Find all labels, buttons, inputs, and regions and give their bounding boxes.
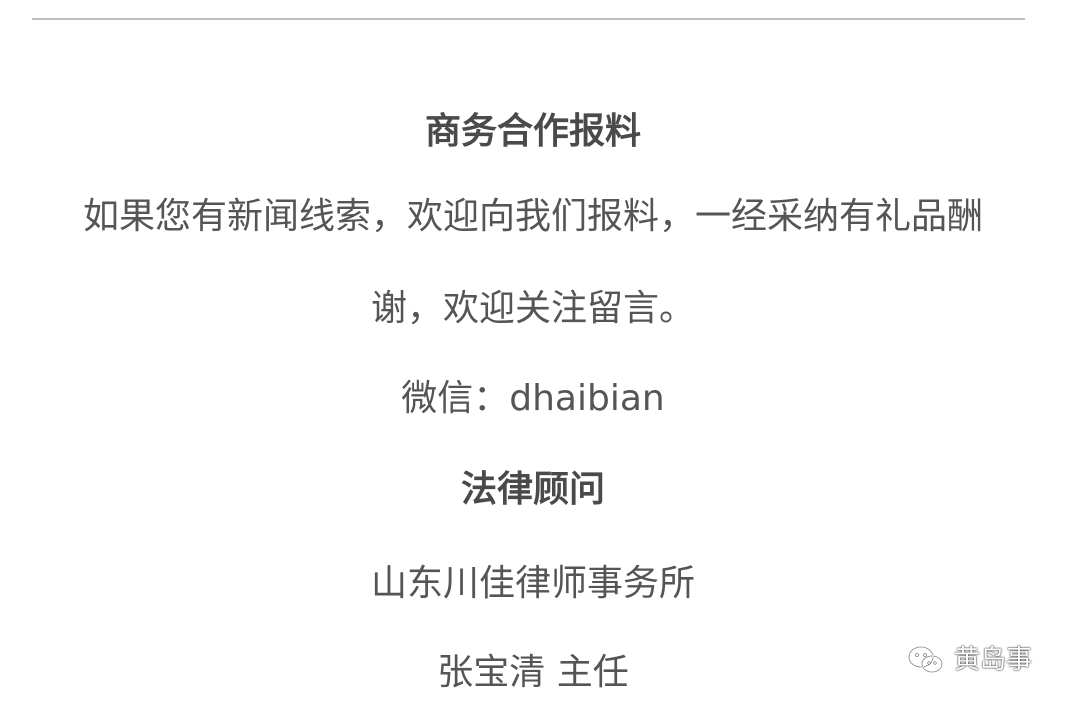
business-body-line-2: 谢，欢迎关注留言。 [370,288,695,329]
law-firm-name: 山东川佳律师事务所 [370,563,695,604]
wechat-contact: 微信：dhaibian [401,378,665,419]
top-divider [32,18,1025,20]
legal-advisor-name: 张宝清 主任 [437,652,629,693]
business-body-line-1: 如果您有新闻线索，欢迎向我们报料，一经采纳有礼品酬 [82,196,983,237]
source-watermark: 黄岛事 [906,644,1032,676]
legal-section-title: 法律顾问 [460,469,605,510]
business-section-title: 商务合作报料 [424,111,641,152]
watermark-text: 黄岛事 [953,645,1032,675]
wechat-icon [906,644,946,676]
